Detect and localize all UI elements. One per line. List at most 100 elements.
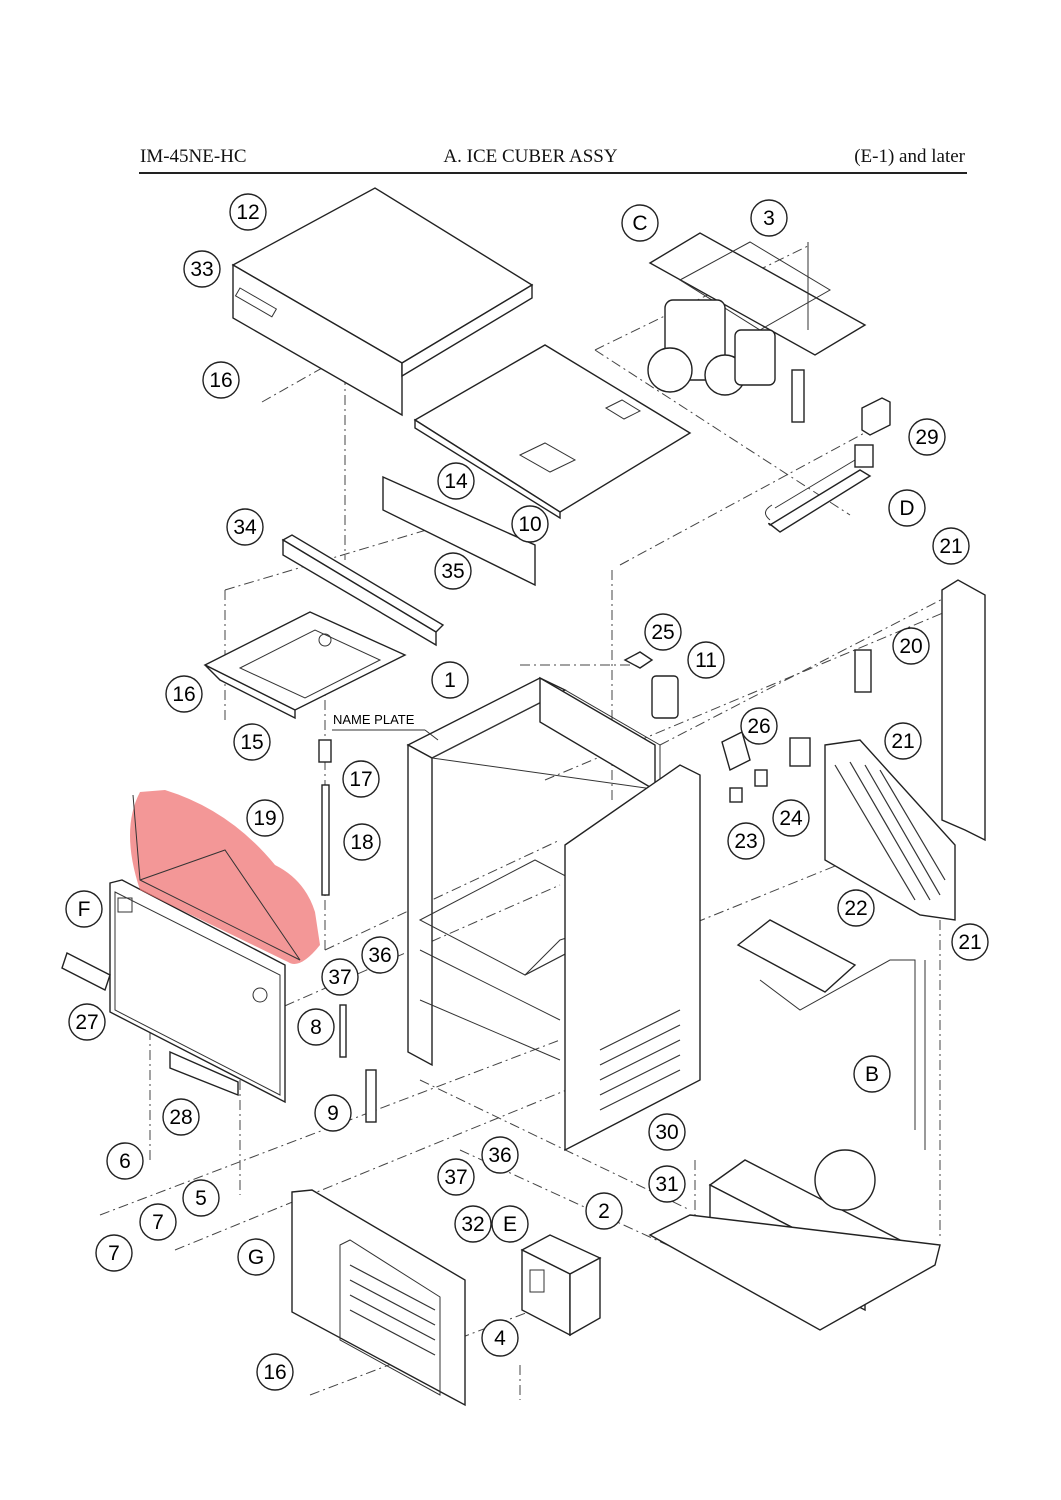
callout-number: 37: [444, 1166, 467, 1189]
model-number: IM-45NE-HC: [140, 146, 247, 167]
callout-17: 17: [342, 760, 380, 798]
revision-note: (E-1) and later: [854, 146, 965, 167]
switch-block: [861, 397, 891, 436]
callout-number: 16: [172, 683, 195, 706]
callout-number: 25: [651, 621, 674, 644]
callout-number: 27: [75, 1011, 98, 1034]
callout-circle: [297, 1008, 335, 1046]
callout-circle: [182, 1179, 220, 1217]
callout-circle: [95, 1234, 133, 1272]
callout-number: 18: [350, 831, 373, 854]
callout-30: 30: [648, 1113, 686, 1151]
callout-16: 16: [165, 675, 203, 713]
drain-tray: [203, 611, 407, 720]
callout-number: 34: [233, 516, 257, 539]
callout-number: 16: [209, 369, 232, 392]
callout-circle: [361, 936, 399, 974]
callout-number: 2: [598, 1200, 610, 1223]
callout-circle: [202, 361, 240, 399]
callout-circle: [229, 193, 267, 231]
callout-circle: [644, 613, 682, 651]
callout-34: 34: [226, 508, 264, 546]
name-plate-callout: NAME PLATE: [332, 712, 439, 741]
callout-number: 32: [461, 1213, 484, 1236]
callout-number: 16: [263, 1361, 286, 1384]
callout-number: 4: [494, 1327, 506, 1350]
callout-7: 7: [139, 1203, 177, 1241]
callout-circle: [139, 1203, 177, 1241]
callout-15: 15: [233, 723, 271, 761]
callout-circle: [68, 1003, 106, 1041]
callout-circle: [226, 508, 264, 546]
callout-12: 12: [229, 193, 267, 231]
callout-number: 10: [518, 513, 541, 536]
callout-circle: [853, 1055, 891, 1093]
callout-number: C: [632, 212, 647, 235]
callout-number: 9: [327, 1102, 339, 1125]
callout-B: B: [853, 1055, 891, 1093]
callout-number: 11: [695, 649, 717, 672]
callout-8: 8: [297, 1008, 335, 1046]
float-rod: [318, 739, 332, 896]
front-door: [109, 879, 286, 1104]
bracket-rail: [281, 534, 445, 647]
callout-circle: [481, 1136, 519, 1174]
callout-25: 25: [644, 613, 682, 651]
callout-number: 21: [891, 730, 914, 753]
callout-circle: [908, 418, 946, 456]
callout-4: 4: [481, 1319, 519, 1357]
callout-11: 11: [687, 641, 725, 679]
callout-circle: [437, 1158, 475, 1196]
callout-26: 26: [740, 707, 778, 745]
callout-number: 8: [310, 1016, 322, 1039]
control-box-assembly: [647, 232, 867, 423]
callout-27: 27: [68, 1003, 106, 1041]
callout-C: C: [621, 204, 659, 242]
callout-number: 36: [368, 944, 391, 967]
callout-circle: [162, 1098, 200, 1136]
callout-14: 14: [437, 462, 475, 500]
callout-number: G: [248, 1246, 264, 1269]
callout-16: 16: [202, 361, 240, 399]
callout-circle: [454, 1205, 492, 1243]
refrigeration-unit: [648, 919, 941, 1331]
callout-number: 1: [444, 669, 456, 692]
hinge-parts: [339, 1004, 377, 1123]
callout-number: 37: [328, 966, 351, 989]
callout-28: 28: [162, 1098, 200, 1136]
callout-circle: [888, 489, 926, 527]
callout-circle: [431, 661, 469, 699]
callout-circle: [884, 722, 922, 760]
rear-grille: [824, 739, 956, 921]
callout-19: 19: [246, 799, 284, 837]
callout-number: 24: [779, 807, 803, 830]
callout-number: 33: [190, 258, 213, 281]
callout-number: 7: [152, 1211, 164, 1234]
callout-circle: [106, 1142, 144, 1180]
callout-circle: [183, 250, 221, 288]
callout-number: 35: [441, 560, 464, 583]
callout-number: 12: [236, 201, 259, 224]
callout-circle: [648, 1165, 686, 1203]
callout-18: 18: [343, 823, 381, 861]
callout-circle: [511, 505, 549, 543]
callout-F: F: [65, 890, 103, 928]
callout-35: 35: [434, 552, 472, 590]
callout-number: D: [899, 497, 914, 520]
callout-21: 21: [951, 923, 989, 961]
callout-number: 19: [253, 807, 276, 830]
callout-number: 31: [655, 1173, 678, 1196]
callout-circle: [750, 199, 788, 237]
callout-circle: [491, 1205, 529, 1243]
callout-number: 36: [488, 1144, 511, 1167]
callout-3: 3: [750, 199, 788, 237]
callout-22: 22: [837, 889, 875, 927]
callout-33: 33: [183, 250, 221, 288]
callout-circle: [932, 527, 970, 565]
callout-circle: [65, 890, 103, 928]
callout-23: 23: [727, 822, 765, 860]
callout-circle: [437, 462, 475, 500]
callout-circle: [342, 760, 380, 798]
gasket-strip: [382, 475, 536, 587]
